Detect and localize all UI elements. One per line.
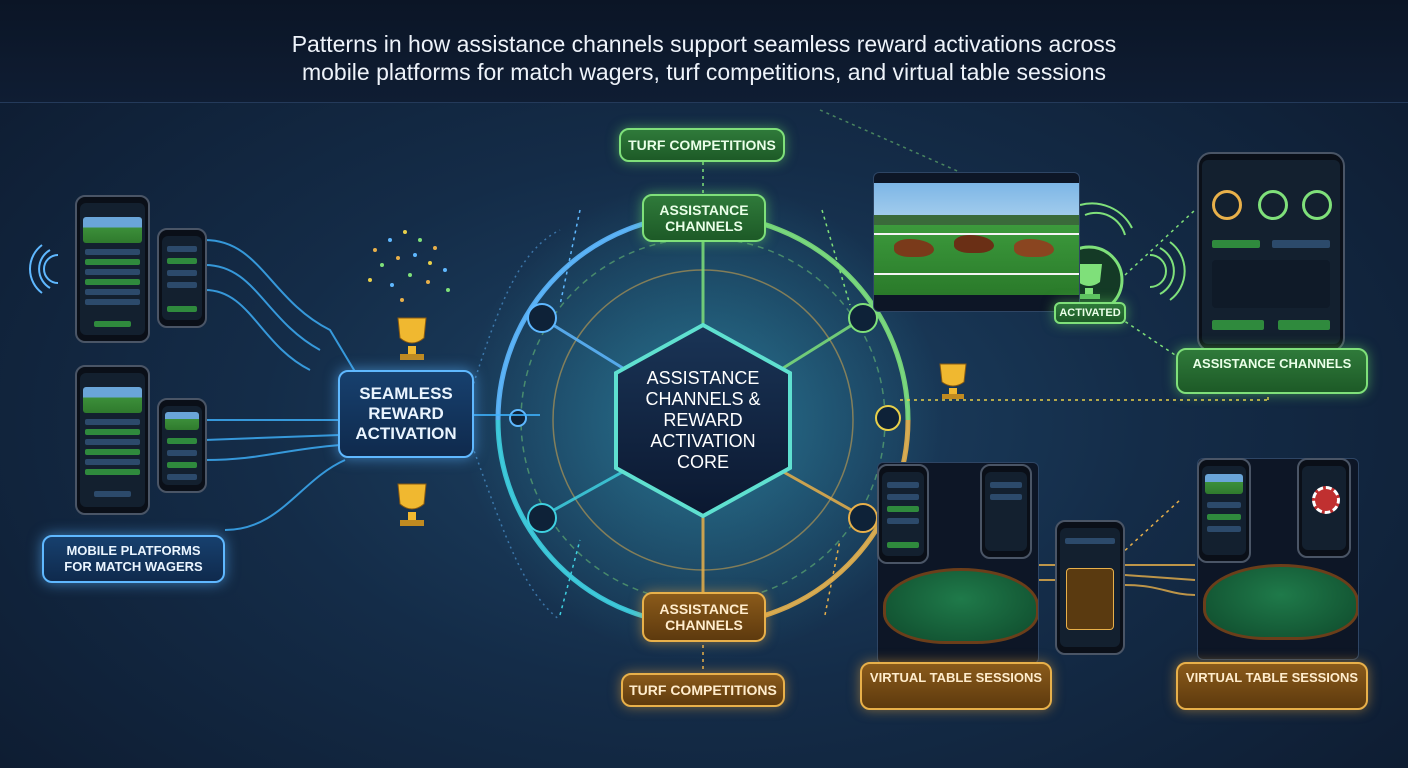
wifi-signal-icon [29, 244, 59, 294]
virtual-table-sessions-center-label: VIRTUAL TABLE SESSIONS [860, 662, 1052, 710]
virtual-table-sessions-right-label: VIRTUAL TABLE SESSIONS [1176, 662, 1368, 710]
phone-virtual-table-2 [980, 464, 1032, 559]
turf-race-screen [873, 172, 1080, 312]
phone-virtual-table-1 [877, 464, 929, 564]
turf-competitions-top-label: TURF COMPETITIONS [619, 128, 785, 162]
phone-virtual-table-3 [1197, 458, 1251, 563]
mobile-platforms-label: MOBILE PLATFORMS FOR MATCH WAGERS [42, 535, 225, 583]
confetti [368, 230, 450, 302]
trophy-icon-2 [397, 483, 427, 526]
phone-virtual-table-4 [1297, 458, 1351, 558]
wifi-signal-icon-right [1079, 202, 1186, 301]
trophy-icon-green [1076, 264, 1102, 299]
phone-bonus-unlocked [1055, 520, 1125, 655]
core-label: ASSISTANCE CHANNELS & REWARD ACTIVATION … [645, 367, 761, 472]
trophy-icon-3 [939, 363, 967, 399]
phone-match-wagers-2 [157, 228, 207, 328]
spokes [544, 240, 861, 595]
phone-assistance-dashboard [1197, 152, 1345, 352]
header: Patterns in how assistance channels supp… [0, 0, 1408, 103]
assistance-channels-right-label: ASSISTANCE CHANNELS [1176, 348, 1368, 394]
left-dots [469, 229, 561, 621]
assistance-channels-top-label: ASSISTANCE CHANNELS [642, 194, 766, 242]
title-line-2: mobile platforms for match wagers, turf … [301, 59, 1107, 85]
left-circuit-wires [204, 239, 540, 531]
activated-label: ACTIVATED [1054, 302, 1126, 324]
title-line-1: Patterns in how assistance channels supp… [291, 31, 1117, 57]
page-title: Patterns in how assistance channels supp… [0, 30, 1408, 86]
phone-match-wagers-4 [157, 398, 207, 493]
core-hexagon [614, 322, 792, 519]
trophy-icon [397, 317, 427, 360]
phone-match-wagers-3 [75, 365, 150, 515]
assistance-channels-bottom-label: ASSISTANCE CHANNELS [642, 592, 766, 642]
turf-competitions-bottom-label: TURF COMPETITIONS [621, 673, 785, 707]
seamless-reward-activation-label: SEAMLESS REWARD ACTIVATION [338, 370, 474, 458]
phone-match-wagers-1 [75, 195, 150, 343]
